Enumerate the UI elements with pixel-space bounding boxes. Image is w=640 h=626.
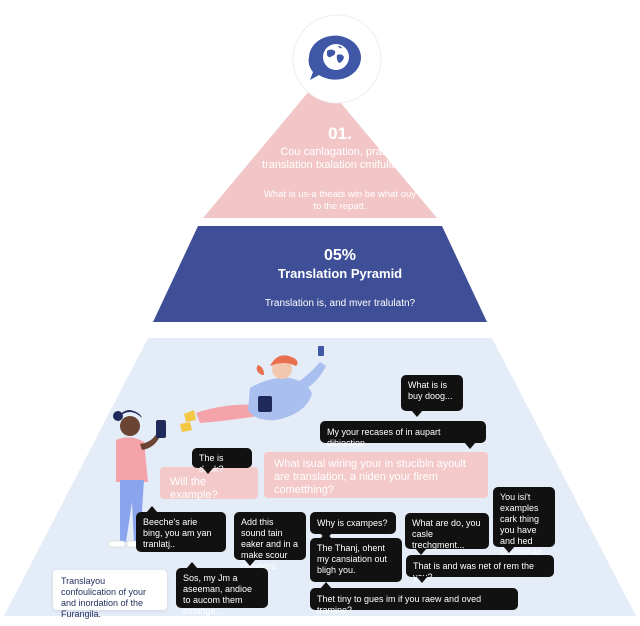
- globe-chat-icon: [308, 35, 361, 80]
- tier1-number: 01.: [328, 124, 352, 143]
- speech-bubble-8: You isi't examples cark thing you have a…: [493, 487, 555, 557]
- speech-bubble-10: That is and was net of rem the you?: [406, 555, 554, 583]
- speech-bubble-11: Sos, my Jm a aseeman, andioe to aucom th…: [176, 562, 268, 616]
- speech-bubble-7: What are do, you casle trechgment...: [405, 513, 489, 555]
- speech-bubble-5: Add this sound tain eaker and in a make …: [234, 512, 306, 571]
- speech-bubble-6: Why is cxampes?: [310, 512, 396, 540]
- speech-bubble-4: Beeche's arie bing, you am yan tranlatj.…: [136, 506, 226, 552]
- pyramid-tier-2: [153, 226, 487, 322]
- speech-bubble-2: My your recases of in aupart dibiection.: [320, 421, 486, 449]
- speech-bubble-3: The is dook?: [192, 448, 252, 474]
- callout-right: What isual wiring your in stucibln ayoul…: [264, 452, 488, 498]
- note-box: Translayou confoulication of your and in…: [53, 570, 167, 619]
- tier1-note: What is us-a theats win be what ouy to t…: [263, 189, 417, 212]
- tier2-title: Translation Pyramid: [277, 266, 403, 281]
- pyramid-tier-1: [203, 78, 437, 218]
- tier2-subtitle: Translation is, and mver tralulatn?: [264, 298, 416, 309]
- tier1-subtitle: Cou canlagation, pramid translation txal…: [262, 146, 418, 171]
- tier2-number: 05%: [323, 247, 357, 264]
- speech-bubble-9: The Thanj, ohent my cansiation out bligh…: [310, 532, 402, 582]
- speech-bubble-12: Thet tiny to gues im if you raew and ove…: [310, 582, 518, 615]
- speech-bubble-1: What is is buy doog...: [401, 375, 463, 417]
- flying-person-illustration: [180, 346, 326, 432]
